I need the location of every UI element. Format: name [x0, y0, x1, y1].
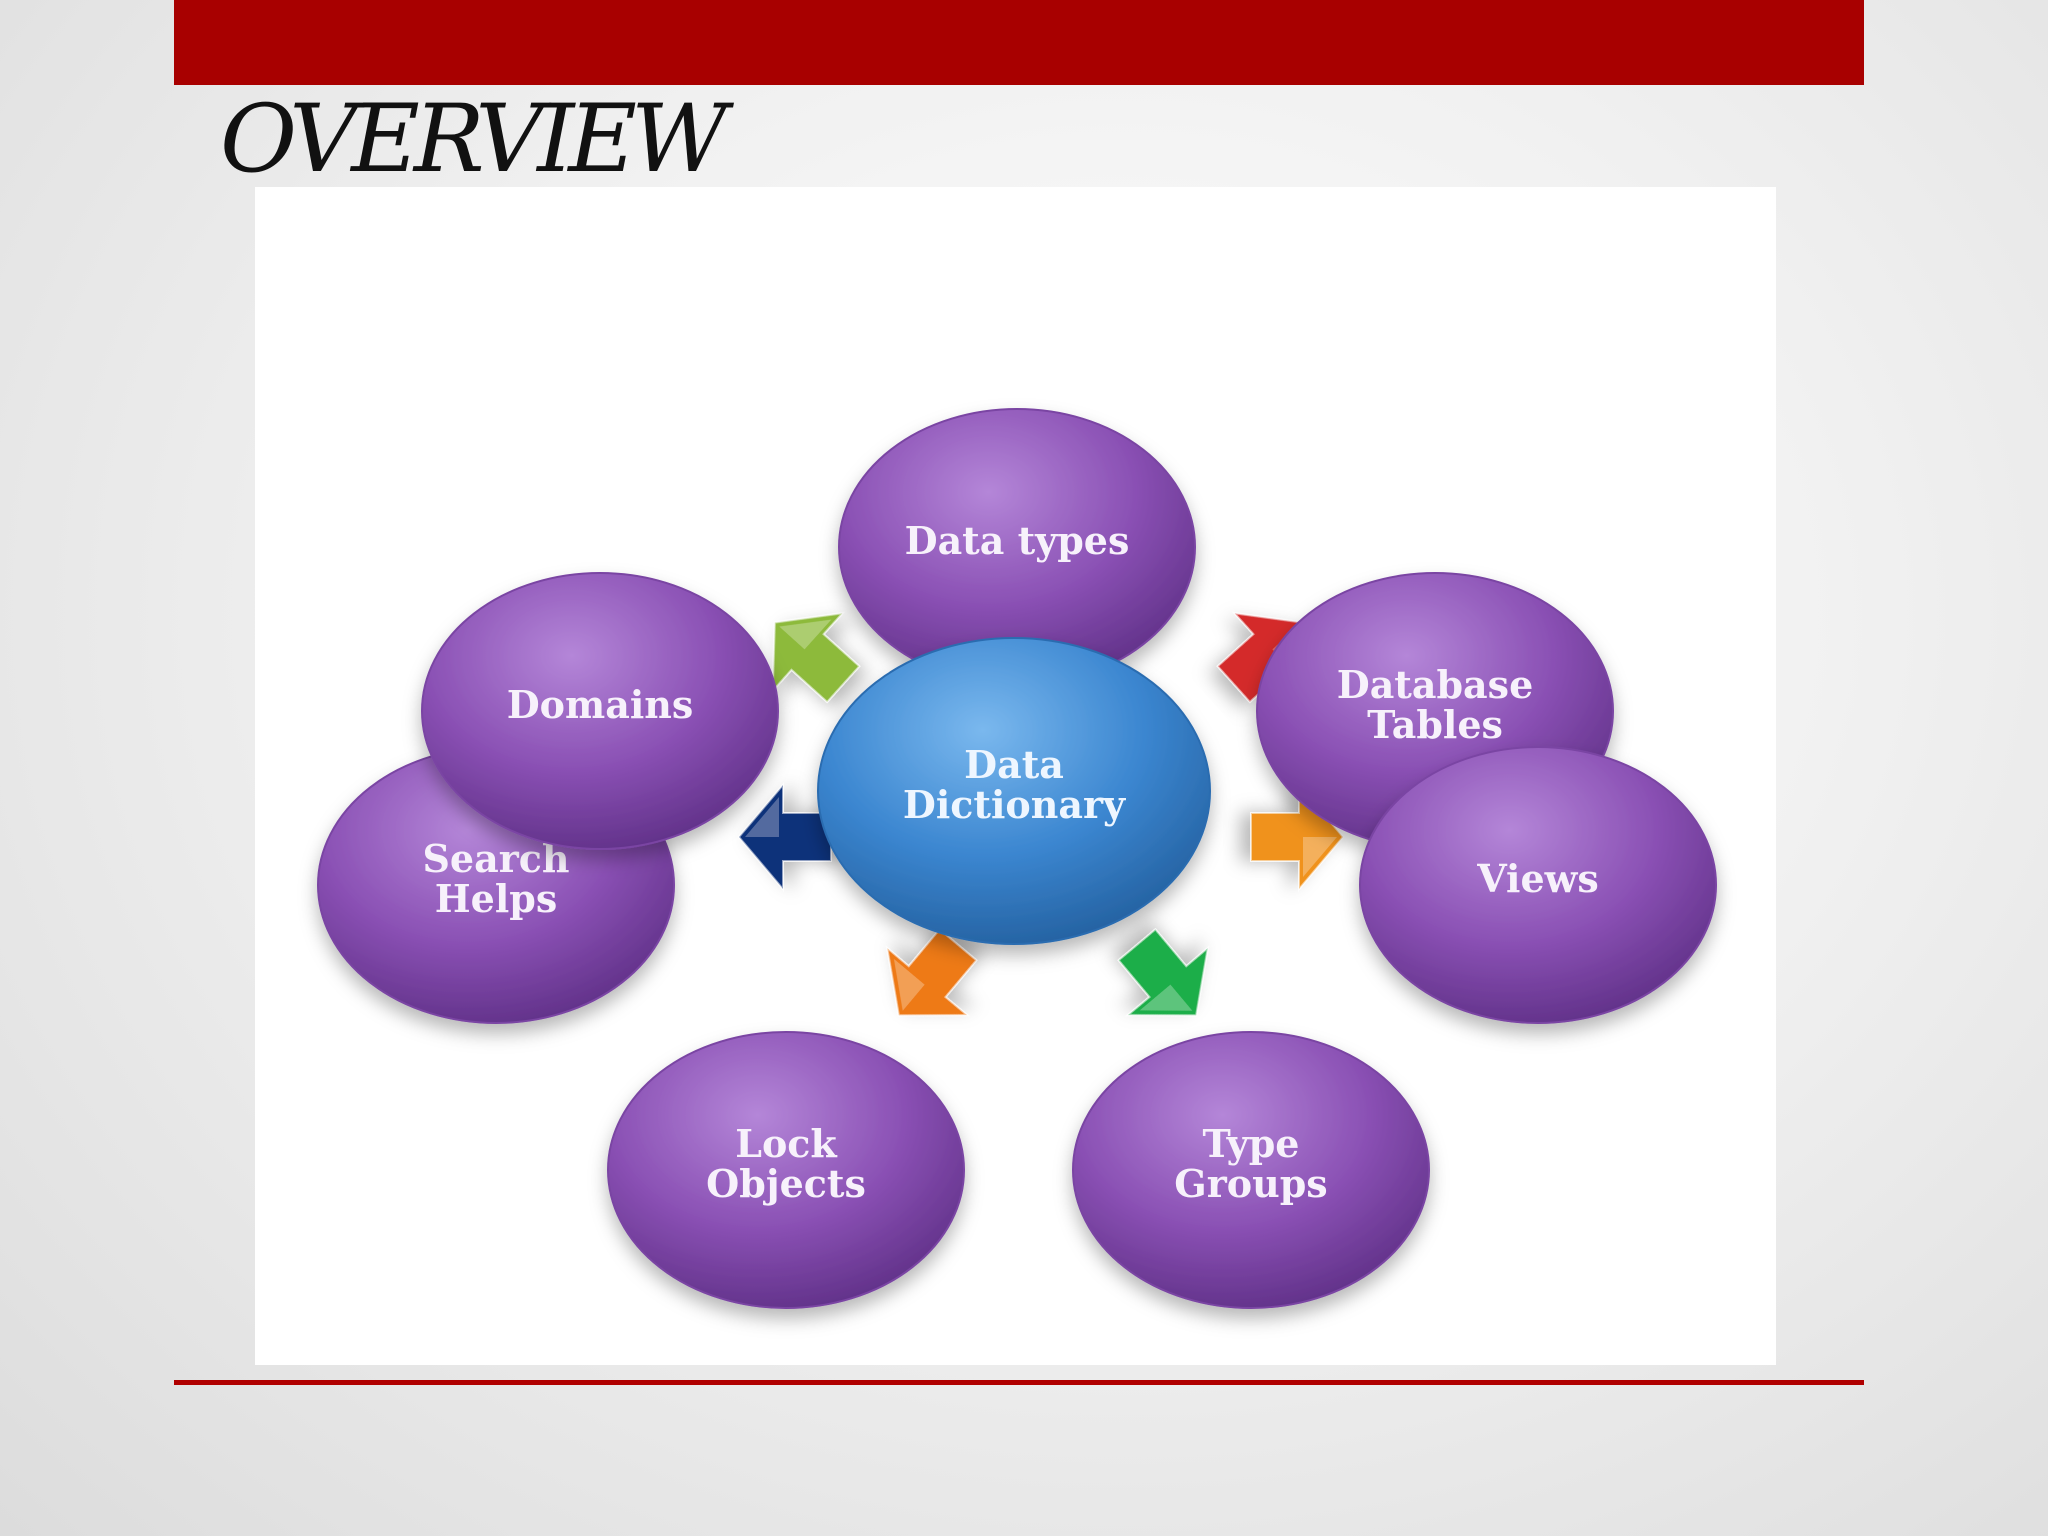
- arrow-type-groups-icon: [1117, 927, 1210, 1017]
- node-data-types-label-line-1: Data types: [905, 518, 1130, 563]
- hub-label-line-2: Dictionary: [903, 782, 1126, 827]
- node-type-groups-ellipse: [1072, 1031, 1430, 1309]
- hub-ellipse: [817, 637, 1211, 945]
- bottom-rule: [174, 1380, 1864, 1385]
- node-lock-objects-label-line-1: Lock: [735, 1121, 837, 1166]
- node-search-helps-label-line-1: Search: [422, 836, 569, 881]
- node-database-tables-label-line-1: Database: [1337, 662, 1534, 707]
- node-type-groups-label-line-1: Type: [1203, 1121, 1300, 1166]
- node-domains: Domains: [421, 572, 779, 850]
- node-lock-objects-ellipse: [607, 1031, 965, 1309]
- node-views-label-line-1: Views: [1476, 856, 1599, 901]
- node-data-types: Data types: [838, 408, 1196, 686]
- arrow-search-helps-icon: [737, 782, 832, 892]
- node-search-helps-label-line-2: Helps: [435, 876, 557, 921]
- node-views-ellipse: [1359, 746, 1717, 1024]
- node-type-groups-label-line-2: Groups: [1174, 1161, 1327, 1206]
- hub-label-line-1: Data: [964, 742, 1064, 787]
- arrows-layer: [737, 522, 1345, 1017]
- title-accent-bar: [174, 0, 1864, 85]
- node-domains-ellipse: [421, 572, 779, 850]
- arrow-lock-objects-icon: [885, 927, 978, 1017]
- node-views: Views: [1359, 746, 1717, 1024]
- slide-title: OVERVIEW: [220, 85, 728, 194]
- node-database-tables-label-line-2: Tables: [1367, 702, 1503, 747]
- node-lock-objects-label-line-2: Objects: [706, 1161, 866, 1206]
- node-domains-label-line-1: Domains: [507, 682, 694, 727]
